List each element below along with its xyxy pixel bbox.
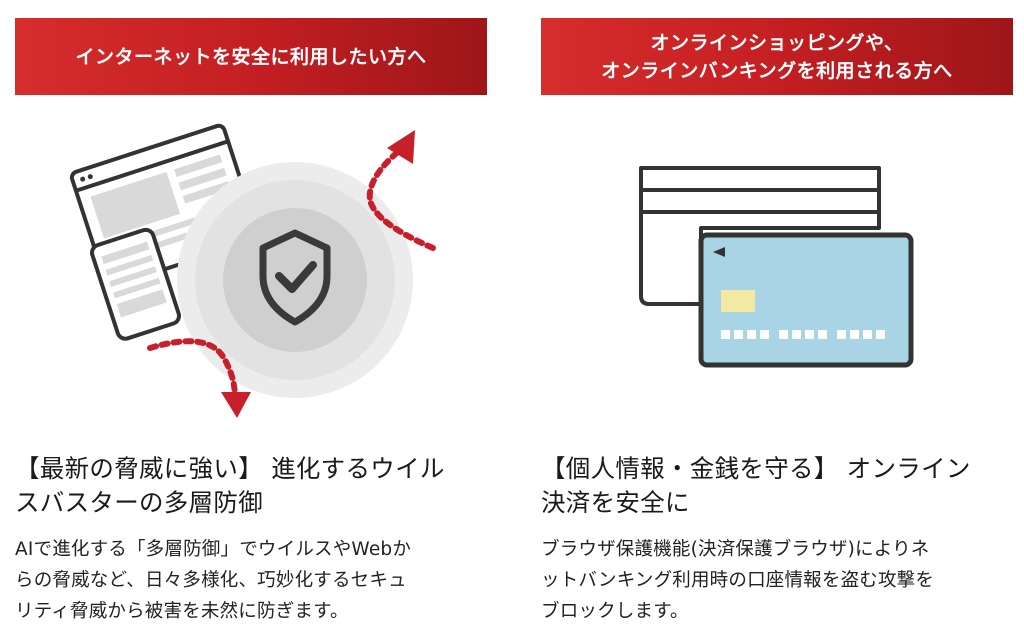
feature-description-line: リティ脅威から被害を未然に防ぎます。 [15,601,349,622]
feature-description-line: らの脅威など、日々多様化、巧妙化するセキュ [15,570,407,591]
threat-arrow-icon [147,130,436,418]
credit-card-icon [639,166,914,368]
target-audience-banner: オンラインショッピングや、 オンラインバンキングを利用される方へ [541,18,1013,95]
feature-description: AIで進化する「多層防御」でウイルスやWebか らの脅威など、日々多様化、巧妙化… [15,534,487,627]
feature-title: 【最新の脅威に強い】 進化するウイル スバスターの多層防御 [15,452,487,520]
feature-description-line: ットバンキング利用時の口座情報を盗む攻撃を [541,570,935,591]
feature-card-payment-protection: オンラインショッピングや、 オンラインバンキングを利用される方へ [541,0,1013,636]
banner-text-line: オンラインバンキングを利用される方へ [601,59,953,82]
banner-text-line: インターネットを安全に利用したい方へ [75,45,427,68]
feature-description-line: ブロックします。 [541,601,689,622]
feature-description-line: AIで進化する「多層防御」でウイルスやWebか [15,539,412,560]
multi-layer-defense-illustration [69,123,436,418]
credit-card-illustration [639,166,914,368]
feature-title-line: 【最新の脅威に強い】 進化するウイル [15,454,445,483]
feature-title-line: 決済を安全に [541,488,690,517]
smartphone-icon [90,227,182,341]
feature-title-line: 【個人情報・金銭を守る】 オンライン [541,454,971,483]
target-audience-banner: インターネットを安全に利用したい方へ [15,18,487,95]
feature-description: ブラウザ保護機能(決済保護ブラウザ)によりネ ットバンキング利用時の口座情報を盗… [541,534,1013,627]
shield-check-icon [259,229,331,326]
feature-card-virus-protection: インターネットを安全に利用したい方へ [15,0,487,636]
feature-title-line: スバスターの多層防御 [15,488,263,517]
banner-text-line: オンラインショッピングや、 [650,31,904,54]
feature-title: 【個人情報・金銭を守る】 オンライン 決済を安全に [541,452,1013,520]
feature-description-line: ブラウザ保護機能(決済保護ブラウザ)によりネ [541,539,930,560]
